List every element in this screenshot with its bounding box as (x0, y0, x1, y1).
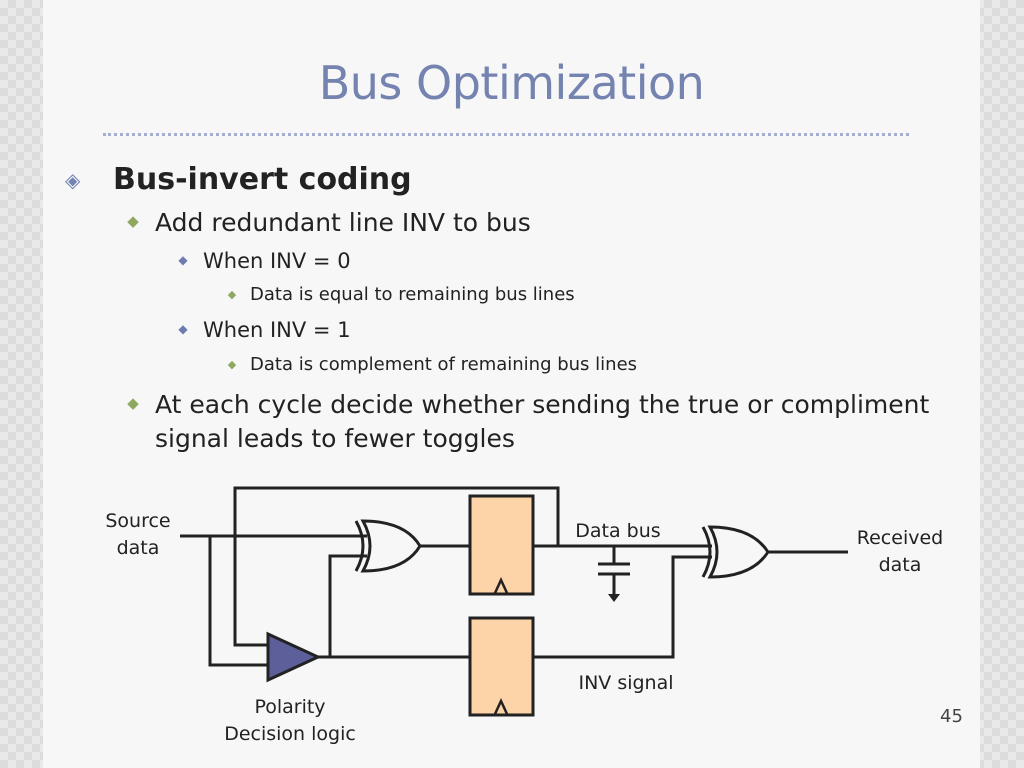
source-label-line1: Source (105, 510, 170, 532)
bullet-level4: ◆ Data is complement of remaining bus li… (214, 353, 637, 377)
bullet-level2: ◆ At each cycle decide whether sending t… (113, 388, 929, 456)
wires (180, 486, 848, 667)
decision-logic-triangle-icon (266, 631, 322, 683)
title-divider (103, 133, 909, 136)
bullet-text: Data is complement of remaining bus line… (250, 354, 638, 375)
xor-gate-icon (354, 519, 422, 573)
bullet-text: At each cycle decide whether sending the… (155, 390, 930, 453)
bullet-text: When INV = 1 (203, 318, 351, 342)
bullet-level4: ◆ Data is equal to remaining bus lines (214, 283, 575, 307)
page-number: 45 (940, 706, 963, 727)
polarity-label-line2: Decision logic (224, 723, 356, 745)
bullet-level3: ◆ When INV = 1 (163, 316, 351, 344)
inv-signal-wire (533, 555, 712, 659)
bullet-level1: ◈ Bus-invert coding (65, 160, 412, 201)
diamond-outline-bullet-icon: ◈ (65, 168, 81, 192)
diamond-bullet-icon: ◆ (127, 212, 139, 230)
inv-register-icon (468, 616, 535, 717)
source-label-line2: data (117, 537, 160, 559)
bullet-text: When INV = 0 (203, 249, 351, 273)
bullet-level3: ◆ When INV = 0 (163, 247, 351, 275)
decision-to-xor-wire (318, 554, 367, 659)
bullet-text: Bus-invert coding (113, 162, 412, 197)
xor-gate-icon (701, 525, 770, 579)
received-label-line1: Received (857, 527, 943, 549)
ground-arrow-icon (608, 594, 620, 602)
feedback-wire (233, 486, 560, 647)
diamond-bullet-icon: ◆ (178, 322, 188, 336)
data-register-icon (468, 494, 535, 596)
diamond-bullet-icon: ◆ (227, 288, 237, 301)
diamond-bullet-icon: ◆ (178, 253, 188, 267)
inv-signal-label: INV signal (578, 672, 673, 694)
bullet-text: Add redundant line INV to bus (155, 208, 531, 237)
source-to-decision-wire (208, 536, 270, 667)
bullet-text: Data is equal to remaining bus lines (250, 284, 575, 305)
received-label-line2: data (879, 554, 922, 576)
diamond-bullet-icon: ◆ (127, 394, 139, 412)
diamond-bullet-icon: ◆ (227, 358, 237, 371)
bullet-level2: ◆ Add redundant line INV to bus (113, 206, 531, 240)
data-bus-label: Data bus (575, 520, 660, 542)
polarity-label-line1: Polarity (254, 696, 325, 718)
slide-title: Bus Optimization (318, 56, 705, 110)
